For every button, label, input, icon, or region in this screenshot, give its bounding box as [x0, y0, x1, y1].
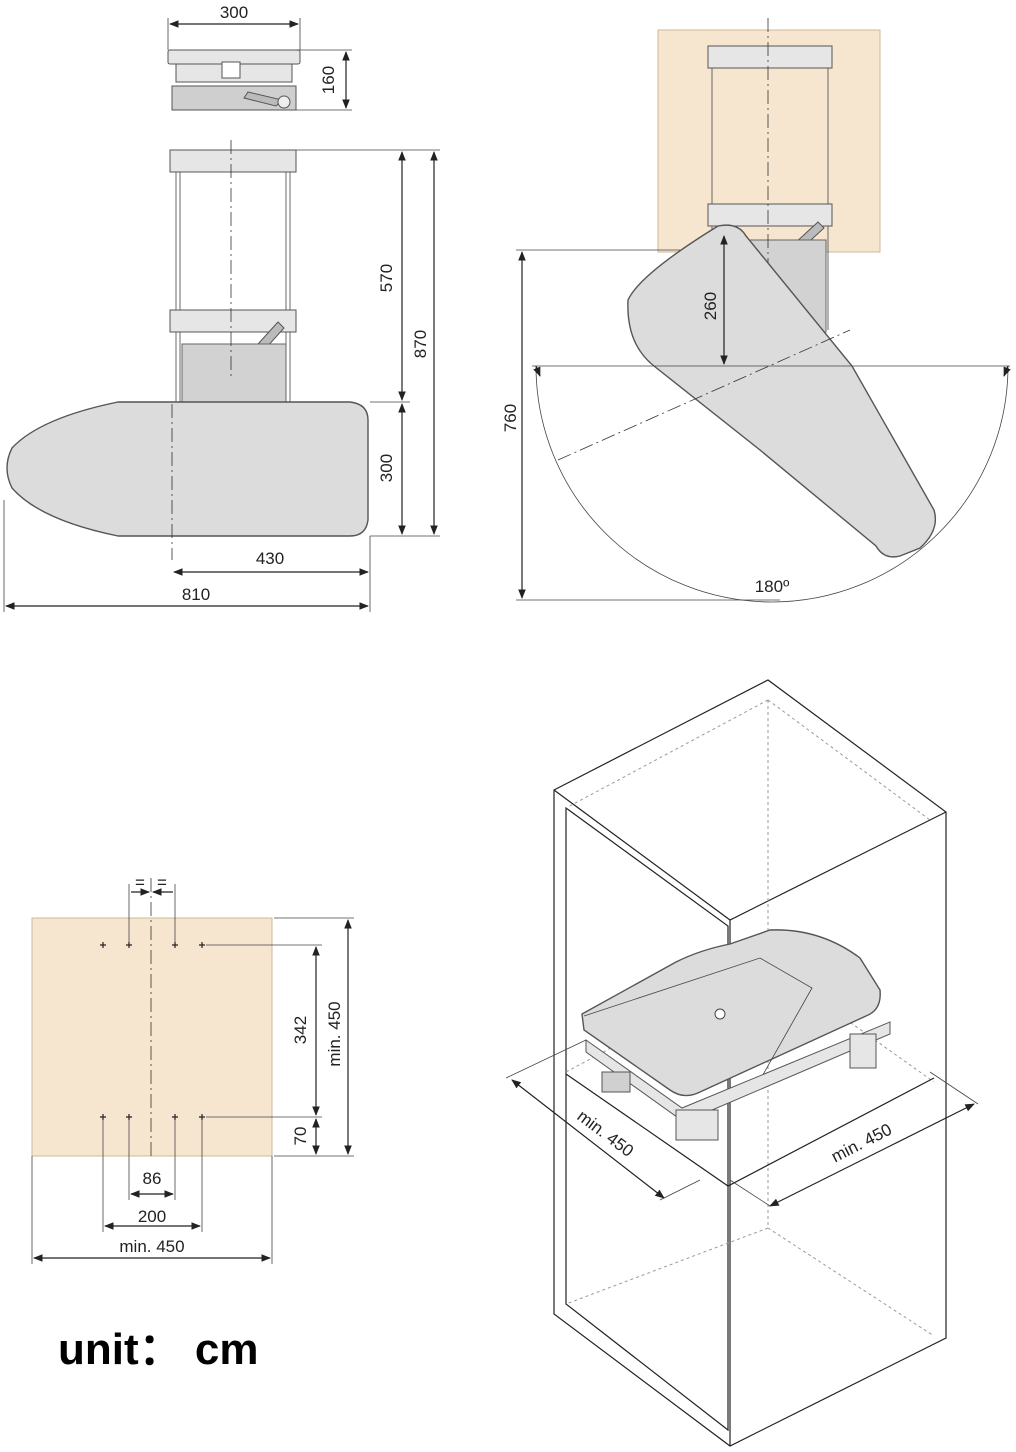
mounting-panel	[31, 917, 273, 1157]
dim-hole-outer-spacing: 200	[138, 1207, 166, 1226]
front-view-extended	[3, 140, 440, 612]
dim-hole-vertical-spacing: 342	[291, 1016, 310, 1044]
dim-rail-offset: 430	[256, 549, 284, 568]
ironing-board-in-cabinet	[581, 929, 881, 1097]
dim-hole-equal-right: =	[157, 873, 167, 892]
dim-top-view-height: 160	[319, 66, 338, 94]
swing-view	[516, 18, 1011, 603]
dim-top-view-width: 300	[220, 3, 248, 22]
dim-hole-equal-left: =	[135, 873, 145, 892]
cabinet-isometric	[505, 679, 979, 1447]
dim-swing-total: 760	[501, 404, 520, 432]
dim-total-height: 870	[411, 330, 430, 358]
mounting-hole-template	[31, 878, 354, 1264]
dim-hole-inner-spacing: 86	[143, 1169, 162, 1188]
dim-hole-bottom-offset: 70	[291, 1127, 310, 1146]
dim-board-length: 810	[182, 585, 210, 604]
dim-board-width: 300	[377, 454, 396, 482]
top-view-folded	[167, 18, 352, 111]
ironing-board-rotated	[627, 224, 937, 558]
dim-panel-min-width: min. 450	[119, 1237, 184, 1256]
ironing-board-front	[6, 401, 369, 537]
unit-label: unit： cm	[58, 1325, 258, 1374]
dim-panel-min-height: min. 450	[325, 1001, 344, 1066]
dim-rail-length: 570	[377, 264, 396, 292]
dim-swing-depth: 260	[701, 292, 720, 320]
dim-cabinet-min-width: min. 450	[828, 1120, 895, 1167]
dim-swing-angle: 180º	[755, 577, 790, 596]
